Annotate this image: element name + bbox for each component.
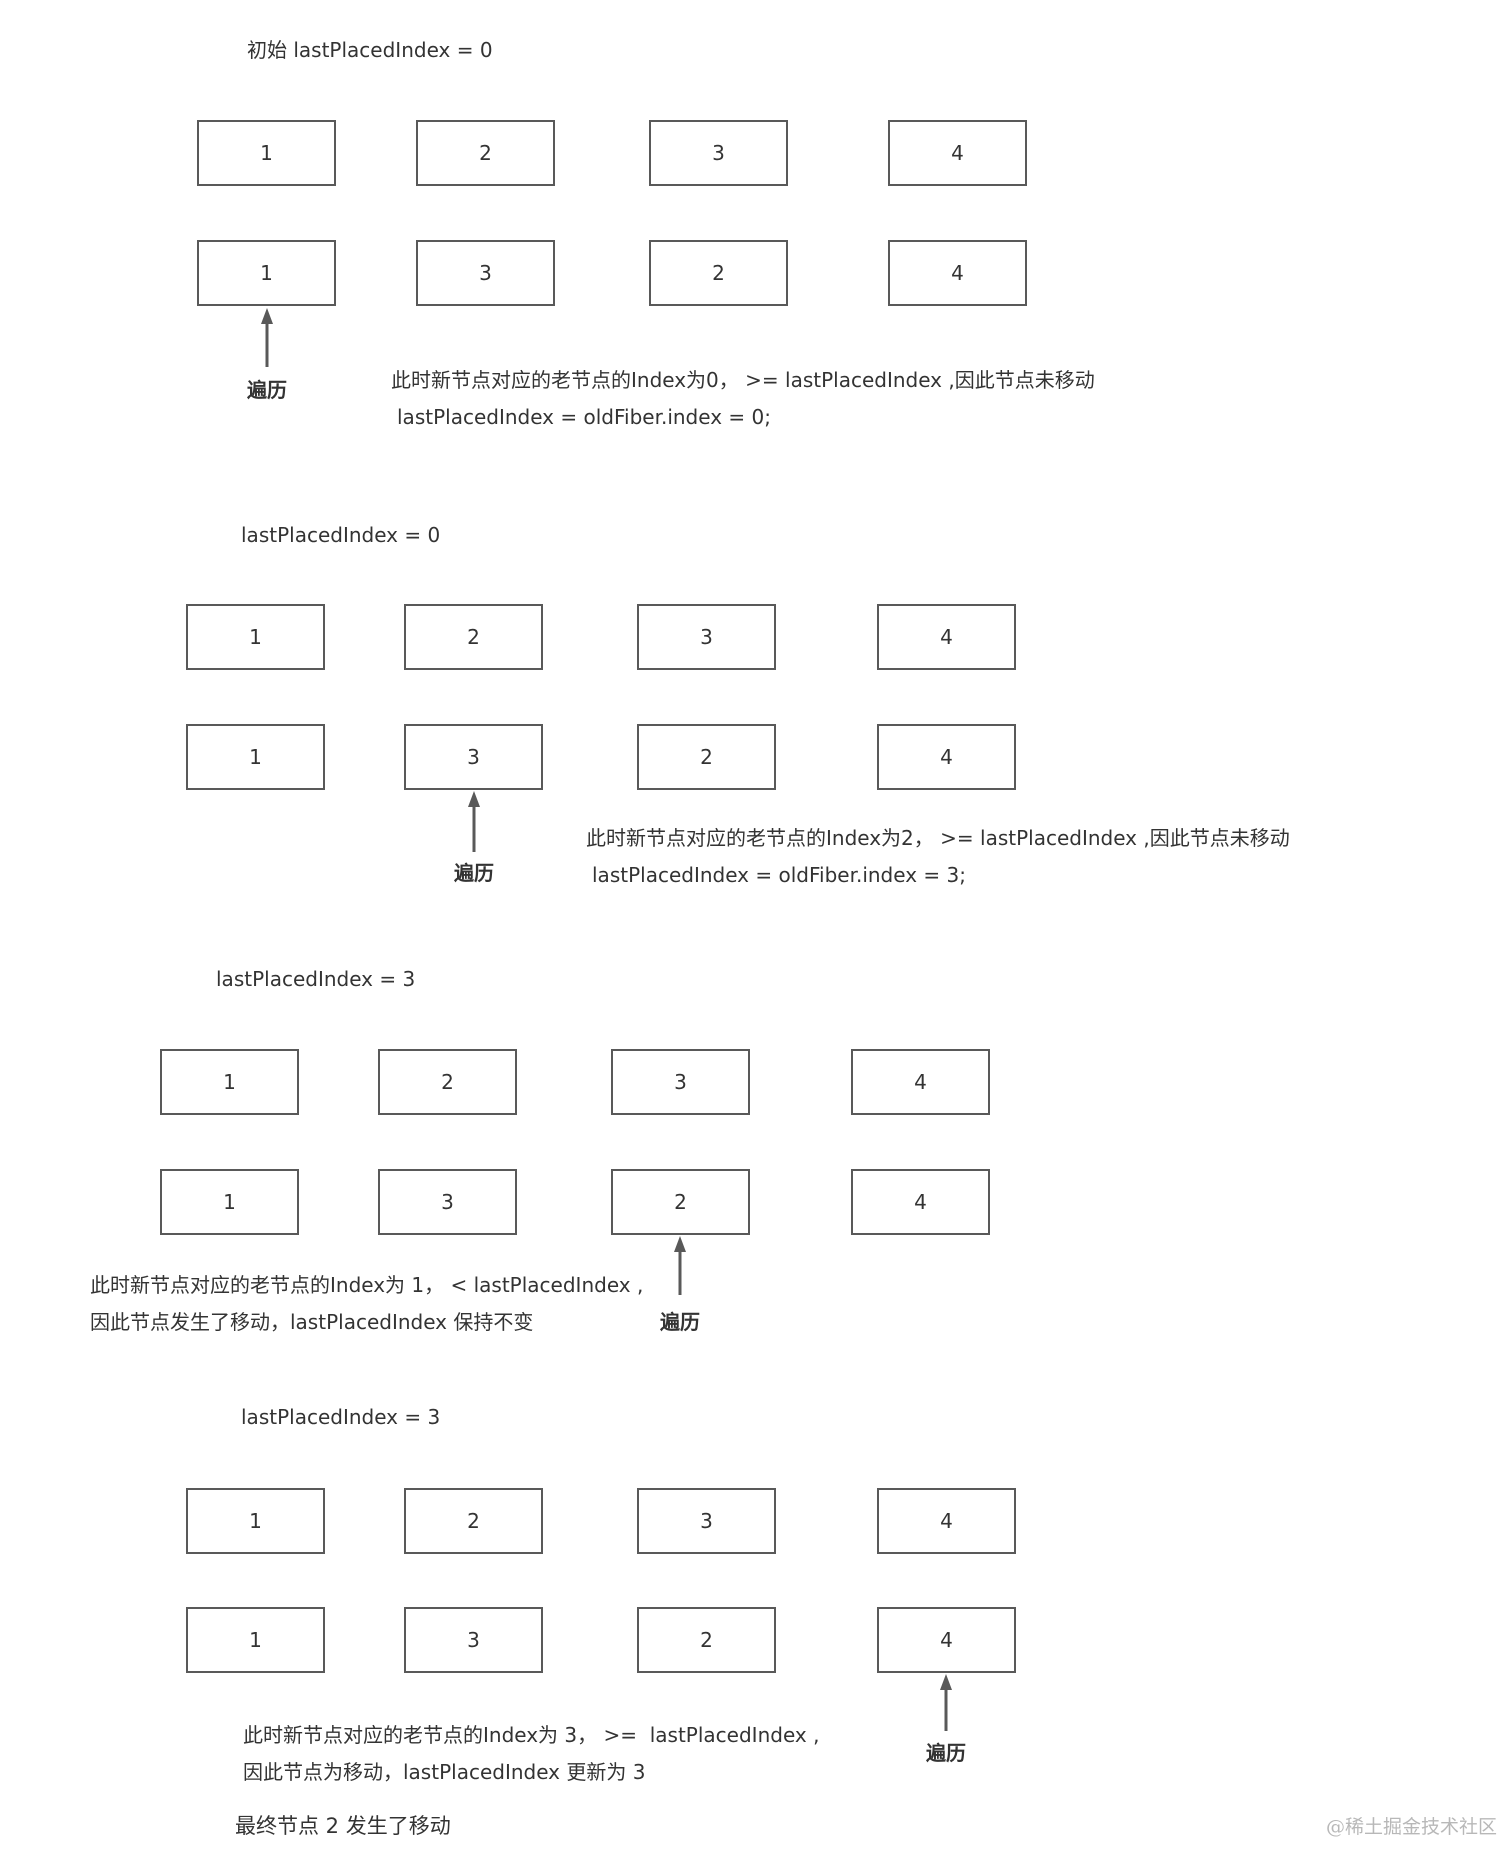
- section-1-title: 初始 lastPlacedIndex = 0: [247, 38, 493, 62]
- section-1-note-line-2: lastPlacedIndex = oldFiber.index = 0;: [397, 405, 771, 429]
- new-node-box: 4: [877, 1607, 1016, 1673]
- section-2-title: lastPlacedIndex = 0: [241, 523, 441, 547]
- traverse-arrow-icon: [261, 308, 273, 367]
- new-node-box: 4: [888, 240, 1027, 306]
- new-node-box: 2: [637, 1607, 776, 1673]
- new-node-box: 3: [404, 1607, 543, 1673]
- new-node-box: 2: [611, 1169, 750, 1235]
- new-node-box: 1: [160, 1169, 299, 1235]
- section-3-note-line-2: 因此节点发生了移动，lastPlacedIndex 保持不变: [90, 1310, 534, 1334]
- old-node-box: 4: [877, 1488, 1016, 1554]
- new-node-box: 4: [877, 724, 1016, 790]
- new-node-box: 2: [649, 240, 788, 306]
- section-4-note-line-2: 因此节点为移动，lastPlacedIndex 更新为 3: [243, 1760, 646, 1784]
- traverse-label: 遍历: [926, 1741, 966, 1765]
- conclusion-text: 最终节点 2 发生了移动: [235, 1814, 451, 1838]
- traverse-label: 遍历: [247, 378, 287, 402]
- old-node-box: 1: [197, 120, 336, 186]
- section-1-note-line-1: 此时新节点对应的老节点的Index为0， >= lastPlacedIndex …: [391, 368, 1095, 392]
- traverse-label: 遍历: [660, 1310, 700, 1334]
- old-node-box: 2: [404, 604, 543, 670]
- old-node-box: 3: [637, 1488, 776, 1554]
- traverse-arrow-icon: [468, 791, 480, 852]
- new-node-box: 3: [404, 724, 543, 790]
- new-node-box: 2: [637, 724, 776, 790]
- section-2-note-line-2: lastPlacedIndex = oldFiber.index = 3;: [592, 863, 966, 887]
- old-node-box: 3: [611, 1049, 750, 1115]
- section-2-note-line-1: 此时新节点对应的老节点的Index为2， >= lastPlacedIndex …: [586, 826, 1290, 850]
- section-4-note-line-1: 此时新节点对应的老节点的Index为 3， >= lastPlacedIndex…: [243, 1723, 820, 1747]
- traverse-arrow-icon: [940, 1674, 952, 1731]
- traverse-arrow-icon: [674, 1236, 686, 1295]
- old-node-box: 2: [404, 1488, 543, 1554]
- old-node-box: 1: [160, 1049, 299, 1115]
- old-node-box: 2: [378, 1049, 517, 1115]
- new-node-box: 1: [186, 1607, 325, 1673]
- traverse-label: 遍历: [454, 861, 494, 885]
- new-node-box: 3: [378, 1169, 517, 1235]
- old-node-box: 1: [186, 1488, 325, 1554]
- section-3-note-line-1: 此时新节点对应的老节点的Index为 1， < lastPlacedIndex …: [90, 1273, 644, 1297]
- new-node-box: 1: [186, 724, 325, 790]
- old-node-box: 3: [637, 604, 776, 670]
- new-node-box: 3: [416, 240, 555, 306]
- old-node-box: 4: [888, 120, 1027, 186]
- old-node-box: 2: [416, 120, 555, 186]
- old-node-box: 3: [649, 120, 788, 186]
- new-node-box: 4: [851, 1169, 990, 1235]
- old-node-box: 1: [186, 604, 325, 670]
- new-node-box: 1: [197, 240, 336, 306]
- watermark: @稀土掘金技术社区: [1326, 1816, 1498, 1838]
- section-3-title: lastPlacedIndex = 3: [216, 967, 416, 991]
- old-node-box: 4: [877, 604, 1016, 670]
- section-4-title: lastPlacedIndex = 3: [241, 1405, 441, 1429]
- old-node-box: 4: [851, 1049, 990, 1115]
